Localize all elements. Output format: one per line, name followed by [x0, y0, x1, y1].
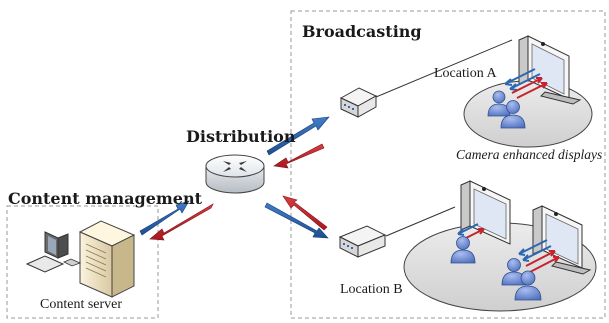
- display-interaction-arrows: [457, 68, 560, 273]
- person-icon: [500, 100, 526, 129]
- person-icon: [450, 236, 476, 264]
- router-icon: [205, 154, 265, 194]
- arrow-outgoing: [139, 200, 190, 236]
- camera-displays-caption: Camera enhanced displays: [456, 147, 603, 162]
- link-line-location-a: [375, 39, 513, 98]
- set-top-box-icon: [338, 225, 387, 258]
- broadcasting-heading: Broadcasting: [302, 22, 422, 41]
- floor-location-a: [463, 80, 593, 148]
- arrow-outgoing: [264, 202, 329, 239]
- content-management-region: [6, 205, 159, 319]
- arrow-incoming: [149, 203, 214, 241]
- content-management-heading: Content management: [8, 189, 202, 208]
- person-icon: [487, 90, 511, 117]
- arrow-outgoing: [266, 116, 330, 156]
- content-server-label: Content server: [40, 297, 123, 312]
- link-line-location-b: [385, 206, 456, 237]
- distribution-heading: Distribution: [186, 127, 296, 146]
- broadcasting-region: [290, 10, 606, 319]
- arrow-incoming: [273, 143, 325, 169]
- arrow-incoming: [282, 195, 328, 231]
- location-b-label: Location B: [340, 282, 403, 297]
- person-icon: [501, 258, 527, 286]
- content-server-icon: [78, 220, 136, 298]
- person-icon: [514, 270, 542, 301]
- set-top-box-icon: [339, 87, 378, 118]
- location-a-label: Location A: [434, 66, 497, 81]
- pc-icon: [25, 231, 82, 273]
